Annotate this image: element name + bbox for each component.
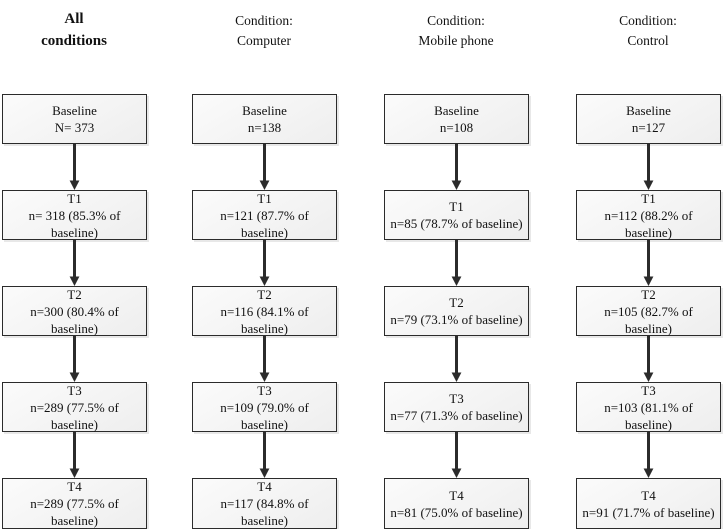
node-text-line: n=79 (73.1% of baseline) <box>390 312 523 327</box>
arrow-all-conditions-t1-to-t2 <box>69 240 80 286</box>
node-text-line: n=121 (87.7% of <box>220 207 309 223</box>
arrow-all-conditions-t3-to-t4 <box>69 432 80 478</box>
node-text-line: T3 <box>449 391 464 406</box>
node-text-line: T2 <box>449 295 464 310</box>
node-text-line: T2 <box>641 286 656 302</box>
node-control-baseline: Baseline n=127 <box>576 94 721 144</box>
arrow-control-t3-to-t4 <box>643 432 654 478</box>
column-header-line: All <box>64 11 84 27</box>
node-text-line: n=289 (77.5% of <box>30 496 119 511</box>
arrow-computer-t1-to-t2 <box>259 240 270 286</box>
node-text-line: baseline) <box>241 416 288 432</box>
arrow-computer-t3-to-t4 <box>259 432 270 478</box>
node-text-line: T4 <box>257 479 272 494</box>
node-text-line: baseline) <box>625 224 672 240</box>
node-text-line: baseline) <box>51 513 98 528</box>
node-text-line: baseline) <box>625 320 672 336</box>
node-text-line: T4 <box>641 487 656 503</box>
node-text-line: T1 <box>257 190 272 206</box>
node-text-line: n=127 <box>631 120 666 135</box>
column-header-line: Condition: <box>619 13 677 28</box>
arrow-all-conditions-baseline-to-t1 <box>69 144 80 190</box>
node-text-line: n=108 <box>439 120 474 135</box>
column-header-control: Condition: Control <box>528 11 723 51</box>
node-text-line: baseline) <box>51 224 98 240</box>
node-text-line: baseline) <box>241 513 288 528</box>
node-text-line: n=300 (80.4% of <box>30 303 119 319</box>
node-text-line: n=105 (82.7% of <box>604 303 693 319</box>
node-text-line: n=109 (79.0% of <box>220 399 309 415</box>
node-text-line: T1 <box>67 190 82 206</box>
node-computer-t4: T4 n=117 (84.8% of baseline) <box>192 478 337 529</box>
arrow-mobile-phone-t2-to-t3 <box>451 336 462 382</box>
node-text-line: baseline) <box>241 224 288 240</box>
column-header-line: conditions <box>41 33 107 49</box>
node-text-line: T3 <box>641 382 656 398</box>
arrow-control-t2-to-t3 <box>643 336 654 382</box>
node-text-line: Baseline <box>242 103 287 118</box>
node-text-line: T2 <box>67 286 82 302</box>
arrow-computer-baseline-to-t1 <box>259 144 270 190</box>
node-text-line: n=91 (71.7% of baseline) <box>582 504 715 520</box>
arrow-mobile-phone-t3-to-t4 <box>451 432 462 478</box>
column-header-line: Computer <box>237 33 291 48</box>
node-all-conditions-baseline: Baseline N= 373 <box>2 94 147 144</box>
node-text-line: n=289 (77.5% of <box>30 399 119 415</box>
node-text-line: T4 <box>449 487 464 503</box>
arrow-control-baseline-to-t1 <box>643 144 654 190</box>
node-text-line: n=85 (78.7% of baseline) <box>390 216 523 231</box>
node-text-line: n=77 (71.3% of baseline) <box>390 408 523 423</box>
column-header-mobile-phone: Condition: Mobile phone <box>336 11 576 51</box>
node-mobile-phone-t1: T1 n=85 (78.7% of baseline) <box>384 190 529 240</box>
node-text-line: n=138 <box>247 120 282 135</box>
node-text-line: baseline) <box>51 416 98 432</box>
node-text-line: T3 <box>67 382 82 398</box>
node-text-line: T3 <box>257 382 272 398</box>
node-text-line: n=81 (75.0% of baseline) <box>390 504 523 520</box>
node-mobile-phone-t3: T3 n=77 (71.3% of baseline) <box>384 382 529 432</box>
arrow-control-t1-to-t2 <box>643 240 654 286</box>
column-header-all-conditions: All conditions <box>0 8 194 52</box>
node-text-line: baseline) <box>625 416 672 432</box>
node-text-line: baseline) <box>51 320 98 336</box>
node-text-line: n=117 (84.8% of <box>220 496 309 511</box>
node-text-line: baseline) <box>241 320 288 336</box>
node-text-line: n= 318 (85.3% of <box>28 207 121 223</box>
node-text-line: Baseline <box>52 103 97 118</box>
arrow-all-conditions-t2-to-t3 <box>69 336 80 382</box>
node-text-line: n=116 (84.1% of <box>220 303 309 319</box>
column-header-line: Control <box>627 33 669 48</box>
arrow-mobile-phone-baseline-to-t1 <box>451 144 462 190</box>
node-text-line: T2 <box>257 286 272 302</box>
node-text-line: T1 <box>449 199 464 214</box>
node-text-line: n=112 (88.2% of <box>604 207 693 223</box>
node-all-conditions-t4: T4 n=289 (77.5% of baseline) <box>2 478 147 529</box>
arrow-mobile-phone-t1-to-t2 <box>451 240 462 286</box>
node-mobile-phone-t2: T2 n=79 (73.1% of baseline) <box>384 286 529 336</box>
column-header-line: Condition: <box>235 13 293 28</box>
node-mobile-phone-baseline: Baseline n=108 <box>384 94 529 144</box>
node-computer-baseline: Baseline n=138 <box>192 94 337 144</box>
node-text-line: Baseline <box>626 103 671 118</box>
node-text-line: N= 373 <box>54 120 95 135</box>
node-text-line: Baseline <box>434 103 479 118</box>
column-header-computer: Condition: Computer <box>144 11 384 51</box>
node-text-line: T4 <box>67 479 82 494</box>
node-text-line: T1 <box>641 190 656 206</box>
arrow-computer-t2-to-t3 <box>259 336 270 382</box>
column-header-line: Condition: <box>427 13 485 28</box>
node-text-line: n=103 (81.1% of <box>604 399 693 415</box>
column-header-line: Mobile phone <box>418 33 494 48</box>
